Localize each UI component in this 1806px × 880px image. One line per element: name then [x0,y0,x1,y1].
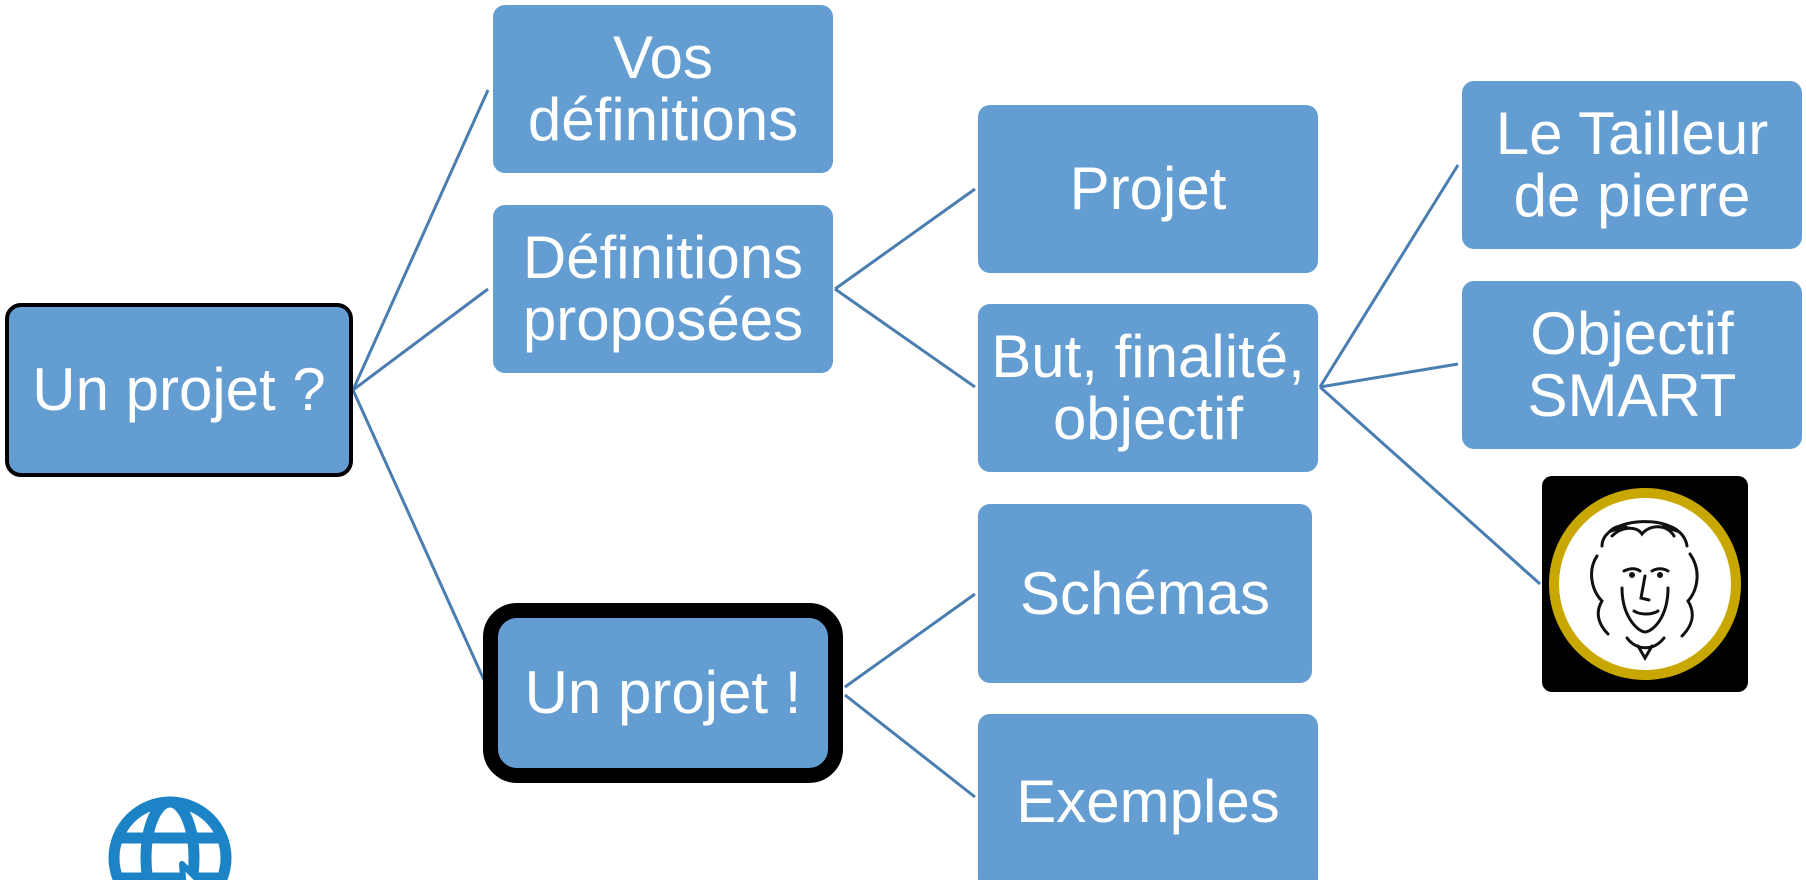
connector-unprojet-exemples [844,693,976,799]
node-un-projet-question[interactable]: Un projet ? [5,303,353,477]
node-vos-definitions[interactable]: Vos définitions [493,5,833,173]
node-label: Le Tailleur de pierre [1495,100,1769,229]
connector-but-smart [1319,362,1459,389]
node-label: Un projet ? [32,356,326,423]
node-label: Exemples [1016,768,1280,835]
connector-root-unprojet [351,389,486,681]
node-objectif-smart[interactable]: Objectif SMART [1462,281,1802,449]
node-schemas[interactable]: Schémas [978,504,1312,683]
node-definitions-proposees[interactable]: Définitions proposées [493,205,833,373]
connector-but-portrait [1318,385,1542,586]
node-un-projet-exclamation[interactable]: Un projet ! [483,603,843,783]
node-but-finalite-objectif[interactable]: But, finalité, objectif [978,304,1318,472]
connector-root-defs [352,287,489,392]
connector-but-tailleur [1318,164,1460,388]
connector-defs-but [834,287,976,389]
node-label: Objectif SMART [1527,300,1737,429]
node-label: Un projet ! [524,659,802,726]
node-label: Définitions proposées [522,224,804,353]
web-link-icon[interactable] [106,794,236,880]
node-label: But, finalité, objectif [991,323,1305,452]
connector-root-vos [351,89,490,391]
node-label: Schémas [1019,559,1271,627]
connector-defs-projet [834,187,976,291]
node-le-tailleur-de-pierre[interactable]: Le Tailleur de pierre [1462,81,1802,249]
node-label: Vos définitions [527,24,799,153]
node-projet[interactable]: Projet [978,105,1318,273]
node-exemples[interactable]: Exemples [978,714,1318,880]
portrait-icon[interactable] [1542,476,1748,692]
node-label: Projet [1069,155,1227,222]
connector-unprojet-schemas [844,592,976,689]
